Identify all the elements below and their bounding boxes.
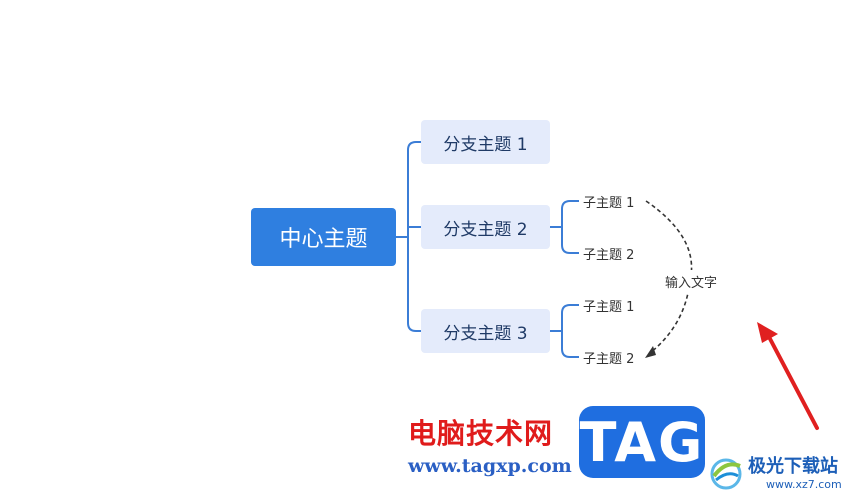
watermark-site-name: 电脑技术网 [408,417,554,450]
subtopic-3-2[interactable]: 子主题 2 [583,351,635,367]
watermark-brand-name: 极光下载站 [748,456,838,477]
red-pointer-arrow-icon [766,333,819,430]
connector-branch-1 [407,141,421,237]
relationship-label[interactable]: 输入文字 [656,270,726,292]
subtopic-2-2[interactable]: 子主题 2 [583,247,635,263]
relationship-arrowhead-icon [645,346,656,358]
red-pointer-arrowhead-icon [757,322,778,343]
subtopic-2-1[interactable]: 子主题 1 [583,195,635,211]
watermark-site-url: www.tagxp.com [408,455,572,477]
branch-topic-2[interactable]: 分支主题 2 [421,205,550,249]
watermark-brand-url: www.xz7.com [766,478,842,491]
connector-branch-3 [407,237,421,332]
relationship-arc[interactable] [645,200,693,282]
connector-b3-sub [561,304,579,358]
connector-b2-sub1 [561,200,579,254]
aurora-logo-icon [710,458,742,490]
branch-topic-3[interactable]: 分支主题 3 [421,309,550,353]
central-topic[interactable]: 中心主题 [251,208,396,266]
subtopic-3-1[interactable]: 子主题 1 [583,299,635,315]
tag-logo: TAG [579,406,705,478]
branch-topic-1[interactable]: 分支主题 1 [421,120,550,164]
